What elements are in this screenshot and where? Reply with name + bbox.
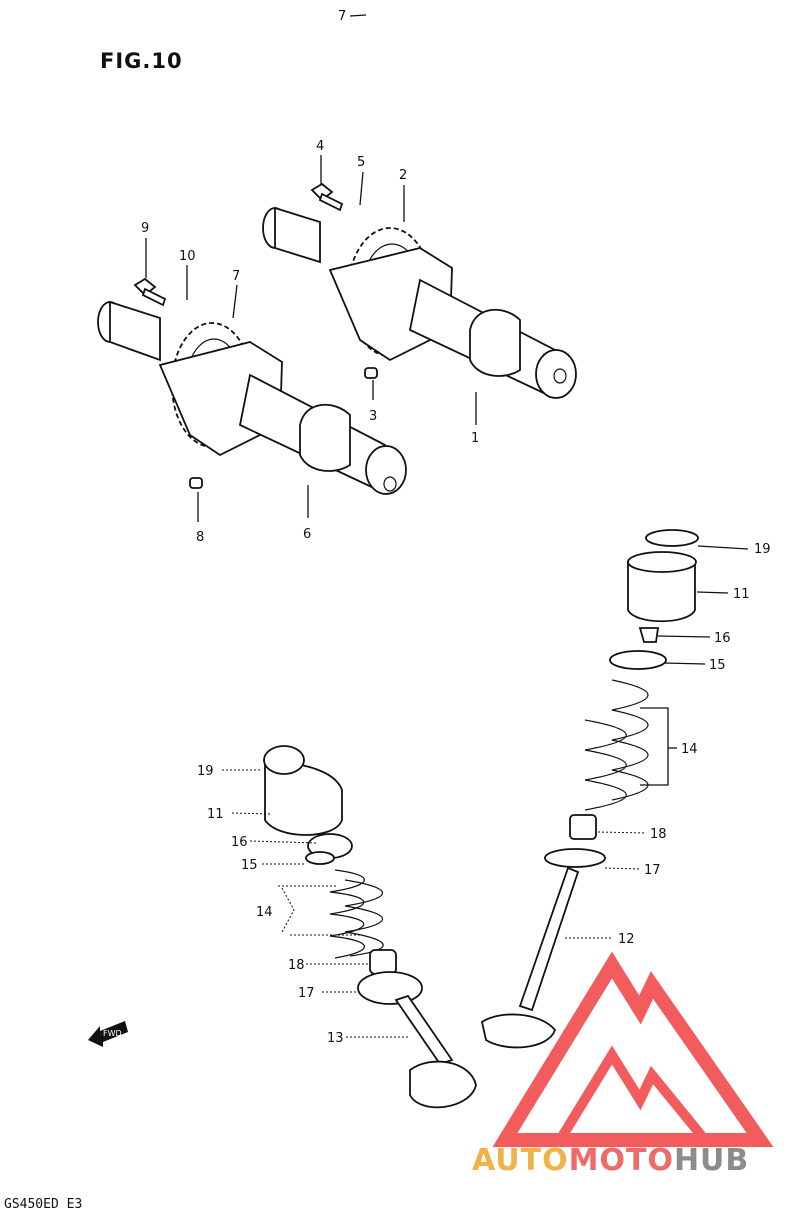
- callout-1: 1: [471, 431, 479, 446]
- top-mark: 7: [338, 9, 346, 24]
- watermark-moto: MOTO: [569, 1143, 674, 1178]
- callout-17-right: 17: [644, 863, 661, 878]
- callout-11-right: 11: [733, 587, 750, 602]
- valve-assembly-right: [480, 529, 699, 1049]
- callout-17-left: 17: [298, 986, 315, 1001]
- callout-18-left: 18: [288, 958, 305, 973]
- watermark-auto: AUTO: [472, 1143, 569, 1178]
- camshaft-exhaust: [262, 182, 577, 399]
- automotohub-logo-icon: [492, 951, 774, 1147]
- callout-6: 6: [303, 527, 311, 542]
- watermark-text: AUTOMOTOHUB: [472, 1143, 749, 1178]
- callout-14-left: 14: [256, 905, 273, 920]
- callout-13: 13: [327, 1031, 344, 1046]
- callout-8: 8: [196, 530, 204, 545]
- callout-12: 12: [618, 932, 635, 947]
- top-mark-dash: [349, 14, 367, 17]
- callout-19-right: 19: [754, 542, 771, 557]
- figure-title: FIG.10: [100, 49, 183, 73]
- callout-18-right: 18: [650, 827, 667, 842]
- callout-16-left: 16: [231, 835, 248, 850]
- callout-7: 7: [232, 269, 240, 284]
- callout-16-right: 16: [714, 631, 731, 646]
- callout-10: 10: [179, 249, 196, 264]
- callout-labels: 1 2 3 4 5 6 7 8 9 10 19 11 16 15 14 18 1…: [141, 139, 771, 1046]
- callout-9: 9: [141, 221, 149, 236]
- watermark-hub: HUB: [674, 1143, 749, 1178]
- camshaft-intake: [97, 277, 407, 495]
- callout-3: 3: [369, 409, 377, 424]
- callout-15-right: 15: [709, 658, 726, 673]
- leader-lines: [145, 155, 749, 1038]
- callout-4: 4: [316, 139, 324, 154]
- model-code: GS450ED E3: [4, 1197, 82, 1212]
- callout-15-left: 15: [241, 858, 258, 873]
- callout-11-left: 11: [207, 807, 224, 822]
- callout-2: 2: [399, 168, 407, 183]
- fwd-label: FWD: [103, 1029, 122, 1038]
- callout-19-left: 19: [197, 764, 214, 779]
- fwd-arrow-icon: FWD: [88, 1021, 128, 1047]
- callout-14-right: 14: [681, 742, 698, 757]
- valve-assembly-left: [263, 745, 477, 1109]
- callout-5: 5: [357, 155, 365, 170]
